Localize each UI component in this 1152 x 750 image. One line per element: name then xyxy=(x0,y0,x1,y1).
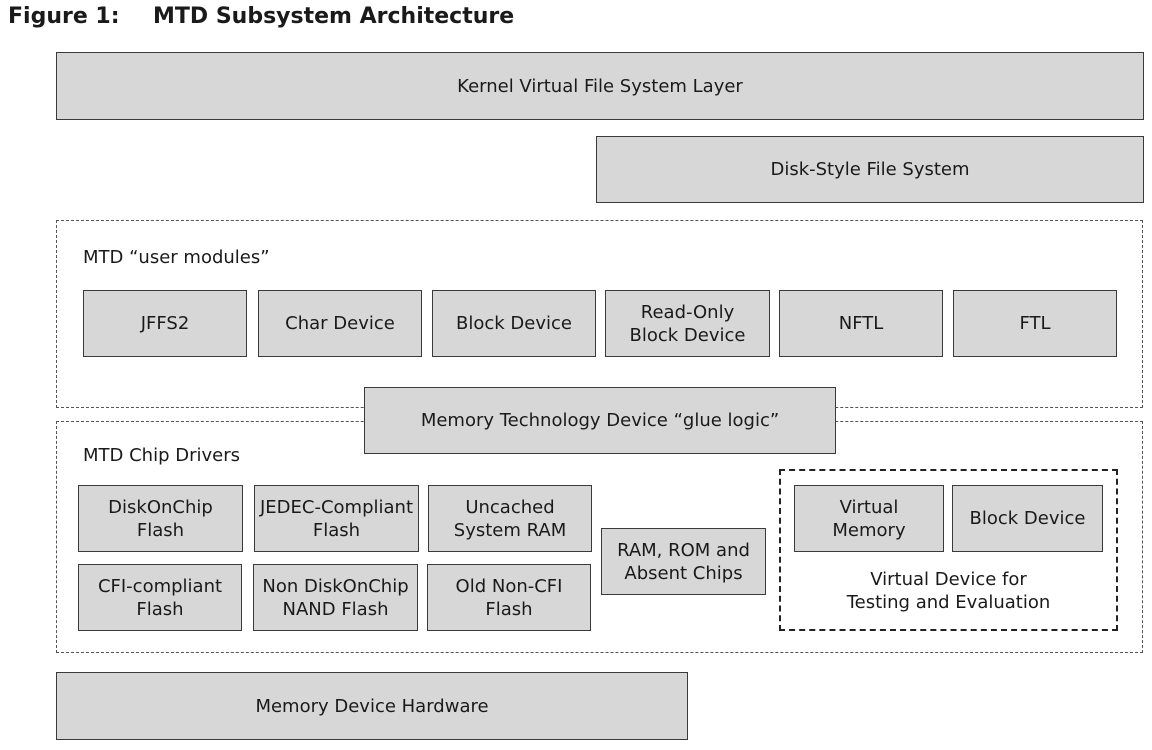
figure-number: Figure 1: xyxy=(8,4,120,29)
driver-uncached-system-ram: Uncached System RAM xyxy=(428,485,592,552)
disk-style-file-system: Disk-Style File System xyxy=(596,136,1144,203)
driver-diskonchip-flash: DiskOnChip Flash xyxy=(78,485,243,552)
driver-old-non-cfi-flash: Old Non-CFI Flash xyxy=(427,564,591,631)
module-nftl: NFTL xyxy=(779,290,943,357)
driver-jedec-compliant-flash: JEDEC-Compliant Flash xyxy=(254,485,419,552)
glue-logic-layer: Memory Technology Device “glue logic” xyxy=(364,387,836,454)
module-ftl: FTL xyxy=(953,290,1117,357)
virtual-memory: Virtual Memory xyxy=(794,485,944,552)
module-char-device: Char Device xyxy=(258,290,422,357)
user-modules-label: MTD “user modules” xyxy=(83,247,270,268)
virtual-block-device: Block Device xyxy=(952,485,1103,552)
module-block-device: Block Device xyxy=(432,290,596,357)
driver-non-diskonchip-nand-flash: Non DiskOnChip NAND Flash xyxy=(253,564,418,631)
virtual-device-caption: Virtual Device for Testing and Evaluatio… xyxy=(846,569,1051,613)
module-read-only-block-device: Read-Only Block Device xyxy=(605,290,770,357)
memory-device-hardware: Memory Device Hardware xyxy=(56,672,688,740)
virtual-device-region xyxy=(779,469,1118,631)
driver-ram-rom-absent-chips: RAM, ROM and Absent Chips xyxy=(601,528,766,595)
figure-title: Figure 1: MTD Subsystem Architecture xyxy=(8,2,514,32)
kernel-vfs-layer: Kernel Virtual File System Layer xyxy=(56,52,1144,120)
module-jffs2: JFFS2 xyxy=(83,290,247,357)
chip-drivers-label: MTD Chip Drivers xyxy=(83,445,240,466)
figure-caption: MTD Subsystem Architecture xyxy=(153,4,515,29)
driver-cfi-compliant-flash: CFI-compliant Flash xyxy=(78,564,242,631)
